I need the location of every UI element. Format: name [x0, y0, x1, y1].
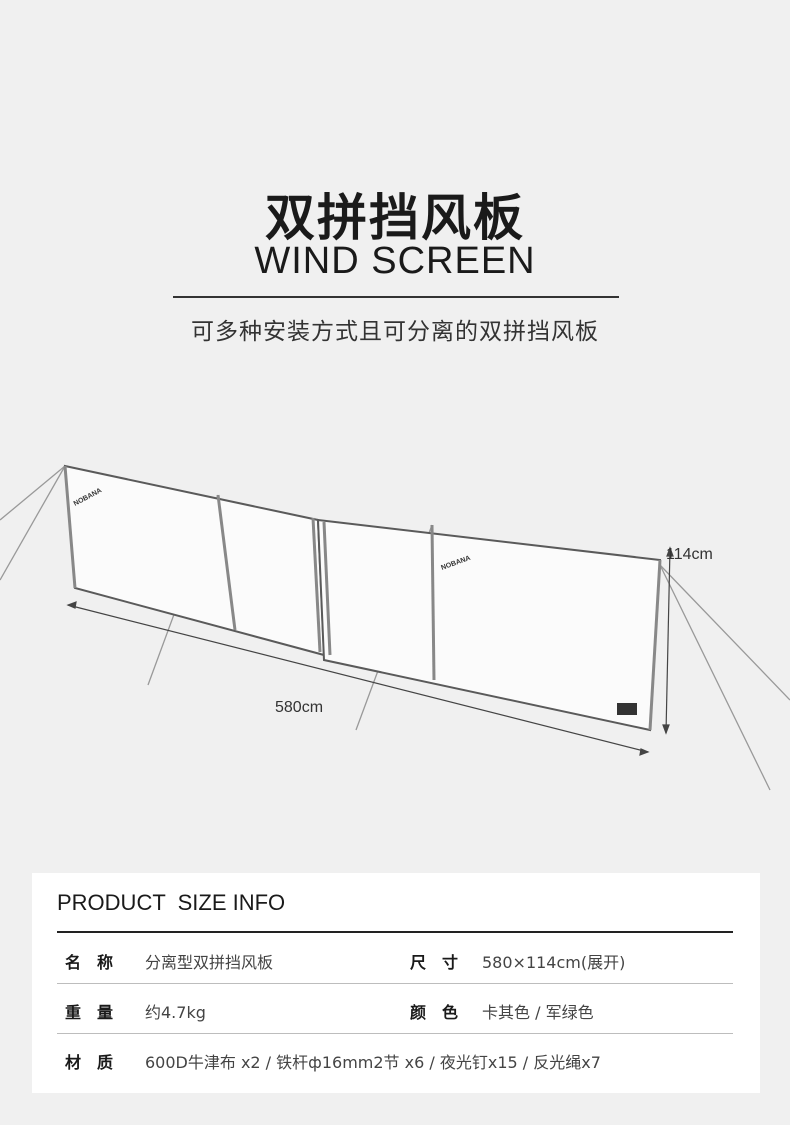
product-size-info-card: PRODUCT SIZE INFO 名称 分离型双拼挡风板 尺寸 580×114… [32, 873, 760, 1093]
height-label: 114cm [666, 546, 713, 563]
length-label: 580cm [275, 699, 323, 716]
info-row-name-size: 名称 分离型双拼挡风板 尺寸 580×114cm(展开) [57, 934, 733, 984]
info-row-weight-color: 重量 约4.7kg 颜色 卡其色 / 军绿色 [57, 984, 733, 1034]
info-row-material: 材质 600D牛津布 x2 / 铁杆ф16mm2节 x6 / 夜光钉x15 / … [57, 1034, 733, 1084]
value-color: 卡其色 / 军绿色 [482, 1003, 594, 1022]
right-panel [316, 518, 662, 732]
info-title-divider [57, 931, 733, 933]
label-weight: 重量 [65, 1003, 130, 1022]
info-title: PRODUCT SIZE INFO [57, 890, 286, 915]
label-name: 名称 [65, 953, 130, 972]
label-material: 材质 [65, 1053, 130, 1072]
product-title-chinese: 双拼挡风板 [265, 189, 525, 247]
title-divider [173, 296, 619, 298]
wind-screen-illustration: NOBANA NOBANA 580cm 114cm [0, 464, 790, 791]
height-dimension [662, 546, 674, 735]
product-subtitle: 可多种安装方式且可分离的双拼挡风板 [191, 319, 599, 345]
support-poles [63, 465, 662, 731]
left-panel [63, 464, 326, 657]
length-dimension [66, 601, 650, 756]
product-title-english: WIND SCREEN [254, 240, 536, 282]
label-size: 尺寸 [410, 953, 475, 972]
value-material: 600D牛津布 x2 / 铁杆ф16mm2节 x6 / 夜光钉x15 / 反光绳… [145, 1053, 601, 1072]
label-color: 颜色 [410, 1003, 475, 1022]
value-weight: 约4.7kg [145, 1003, 206, 1022]
value-name: 分离型双拼挡风板 [145, 953, 274, 972]
value-size: 580×114cm(展开) [482, 953, 626, 972]
brand-tag [617, 703, 637, 715]
